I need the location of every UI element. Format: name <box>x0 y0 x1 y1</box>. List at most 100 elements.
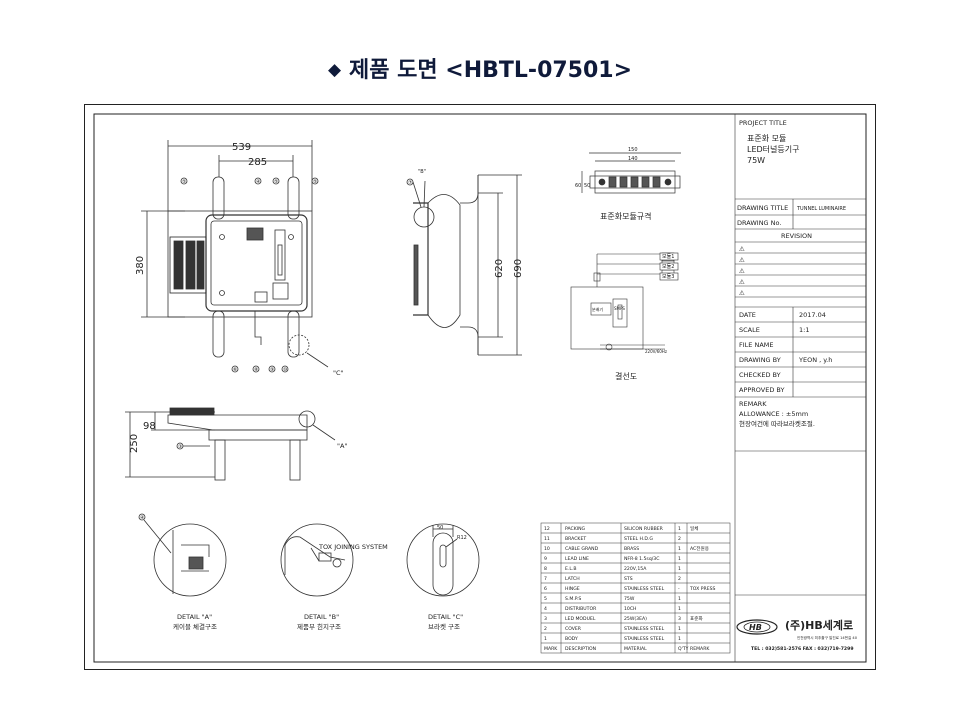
dim-module-height-outer: 60 <box>575 183 581 189</box>
callout-front-8: ⑩ <box>283 367 288 373</box>
parts-header-row-cell: Q'TY <box>678 646 689 652</box>
callout-bottom: ③ <box>178 444 182 450</box>
checked-by-label: CHECKED BY <box>739 371 781 379</box>
logo-text: HB <box>749 623 762 632</box>
dim-module-width-inner: 140 <box>628 156 638 162</box>
file-name-label: FILE NAME <box>739 341 773 349</box>
parts-list <box>540 522 731 654</box>
parts-row-9-cell: 9 <box>544 556 547 562</box>
parts-header-row-cell: DESCRIPTION <box>565 646 596 652</box>
drawing-no-label: DRAWING No. <box>737 219 781 227</box>
company-address: 인천광역시 미추홀구 일진로 14번길 40 <box>797 635 858 640</box>
parts-row-6-cell: STAINLESS STEEL <box>624 586 665 592</box>
callout-side-1: ⑦ <box>408 180 413 186</box>
dim-module-width-outer: 150 <box>628 147 638 153</box>
parts-row-1-cell: 1 <box>544 636 547 642</box>
date-label: DATE <box>739 311 756 319</box>
parts-row-6-cell: HINGE <box>565 586 580 592</box>
project-title-label: PROJECT TITLE <box>739 119 787 127</box>
parts-row-12-cell: SILICON RUBBER <box>624 526 664 532</box>
company-contact: TEL : 032)581-2576 FAX : 032)719-7299 <box>751 646 854 652</box>
parts-row-12-cell: PACKING <box>565 526 586 532</box>
wiring-distributor-label: 분배기 <box>592 306 603 312</box>
callout-front-2: ④ <box>256 179 261 185</box>
standard-module-view <box>581 152 681 194</box>
drawing-title-label: DRAWING TITLE <box>737 204 788 212</box>
parts-row-2-cell: STAINLESS STEEL <box>624 626 665 632</box>
wiring-smps-label: SMPS <box>614 306 625 311</box>
parts-row-8-cell: 220V,15A <box>624 566 647 572</box>
dim-height-front: 380 <box>135 256 146 275</box>
parts-row-1-cell: STAINLESS STEEL <box>624 636 665 642</box>
bottom-view <box>125 407 336 481</box>
remark-label: REMARK <box>739 400 767 408</box>
parts-row-8-cell: 1 <box>678 566 681 572</box>
detail-b-note: TOX JOINING SYSTEM <box>318 543 388 551</box>
detail-b-view <box>280 523 354 597</box>
dim-detail-c-radius: R12 <box>457 535 467 541</box>
standard-module-label: 표준화모듈규격 <box>600 211 652 221</box>
detail-a-sub: 케이블 체결구조 <box>173 622 217 631</box>
callout-front-1: ⑤ <box>182 179 186 185</box>
parts-row-9-cell: 1 <box>678 556 681 562</box>
front-view <box>141 140 329 373</box>
dim-module-height-inner: 50 <box>584 183 590 189</box>
company-logo: HB <box>736 619 778 635</box>
parts-row-6-cell: TOX PRESS <box>689 586 716 592</box>
inner-frame <box>93 113 867 663</box>
parts-row-8-cell: 8 <box>544 566 547 572</box>
detail-c-view <box>406 523 480 597</box>
callout-front-3: ⑤ <box>274 179 278 185</box>
callout-detail-a: ④ <box>140 515 145 521</box>
wiring-box-2-label: 모듈2 <box>662 264 674 270</box>
parts-row-7-cell: 7 <box>544 576 547 582</box>
callout-side-b: "B" <box>418 169 426 175</box>
parts-row-7-cell: LATCH <box>565 576 580 582</box>
parts-row-11-cell: STEEL H.D.G <box>624 536 653 542</box>
dim-bracket-spacing: 285 <box>248 157 267 168</box>
parts-row-11-cell: BRACKET <box>565 536 586 542</box>
parts-row-5-cell: 75W <box>624 596 635 602</box>
parts-row-11-cell: 2 <box>678 536 681 542</box>
revision-2-icon: ⚠ <box>739 256 745 264</box>
parts-row-7-cell: STS <box>624 576 633 582</box>
detail-b-sub: 제품부 힌지구조 <box>297 622 341 631</box>
detail-b-label: DETAIL "B" <box>304 613 339 621</box>
parts-row-10-cell: BRASS <box>624 546 639 552</box>
side-view <box>406 174 522 356</box>
parts-row-3-cell: 3 <box>678 616 681 622</box>
page-title-text: 제품 도면 <HBTL-07501> <box>349 58 633 83</box>
drawing-by-value: YEON , y.h <box>798 356 832 364</box>
parts-row-3-cell: 표준화 <box>690 616 703 622</box>
callout-front-6: ⑧ <box>254 367 259 373</box>
parts-row-4-cell: DISTRIBUTOR <box>565 606 597 612</box>
callout-front-7: ⑨ <box>270 367 274 373</box>
dim-side-offset: 98 <box>143 421 156 432</box>
drawing-title-value: TUNNEL LUMINAIRE <box>796 206 846 212</box>
parts-header-row-cell: REMARK <box>690 646 710 652</box>
dim-height-inner: 620 <box>494 259 505 278</box>
project-line-2: LED터널등기구 <box>747 145 799 154</box>
scale-label: SCALE <box>739 326 760 334</box>
parts-row-10-cell: AC전원용 <box>690 545 709 552</box>
parts-row-5-cell: 5 <box>544 596 547 602</box>
callout-front-4: ⑤ <box>313 179 317 185</box>
wiring-box-3 <box>659 272 679 281</box>
detail-c-sub: 브라켓 구조 <box>428 622 460 631</box>
parts-row-4-cell: 10CH <box>624 606 637 612</box>
parts-row-12-cell: 일체 <box>690 525 698 532</box>
parts-header-row-cell: MATERIAL <box>624 646 647 652</box>
callout-front-5: ⑥ <box>233 367 238 373</box>
parts-row-5-cell: S.M.P.S <box>565 596 581 602</box>
dim-overall-width: 539 <box>232 142 251 153</box>
project-line-3: 75W <box>747 156 765 165</box>
parts-row-10-cell: 1 <box>678 546 681 552</box>
parts-row-2-cell: COVER <box>565 626 582 632</box>
parts-row-11-cell: 11 <box>544 536 550 542</box>
project-line-1: 표준화 모듈 <box>747 134 786 143</box>
dim-height-outer: 690 <box>513 259 524 278</box>
parts-row-3-cell: 25W(3EA) <box>624 616 647 622</box>
parts-row-1-cell: BODY <box>565 636 578 642</box>
title-block <box>734 114 866 662</box>
diamond-icon: ◆ <box>327 60 342 80</box>
